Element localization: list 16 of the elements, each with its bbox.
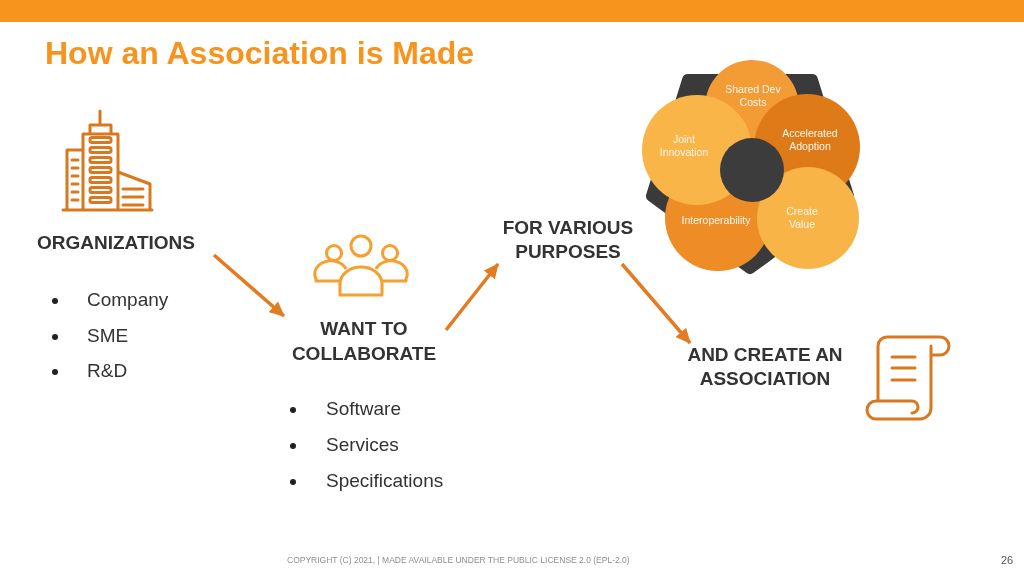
list-item: Software xyxy=(326,397,401,421)
slide-title: How an Association is Made xyxy=(45,34,475,72)
list-item: Company xyxy=(87,288,169,312)
list-item: R&D xyxy=(87,359,128,383)
list-item: Services xyxy=(326,433,399,457)
step-heading: FOR VARIOUS PURPOSES xyxy=(496,216,640,264)
list-item: Specifications xyxy=(326,469,444,493)
page-number: 26 xyxy=(1001,553,1014,567)
arrow xyxy=(620,262,692,345)
list-item: SME xyxy=(87,323,129,348)
step-heading: AND CREATE AN ASSOCIATION xyxy=(680,343,850,391)
copyright-note: COPYRIGHT (C) 2021, | MADE AVAILABLE UNDER THE PUBLIC LICENSE 2.0 (EPL-2.0) xyxy=(287,554,630,566)
arrow xyxy=(212,253,286,318)
step-heading: WANT TO COLLABORATE xyxy=(282,316,446,366)
step-heading: ORGANIZATIONS xyxy=(37,231,217,255)
arrow xyxy=(444,262,500,332)
